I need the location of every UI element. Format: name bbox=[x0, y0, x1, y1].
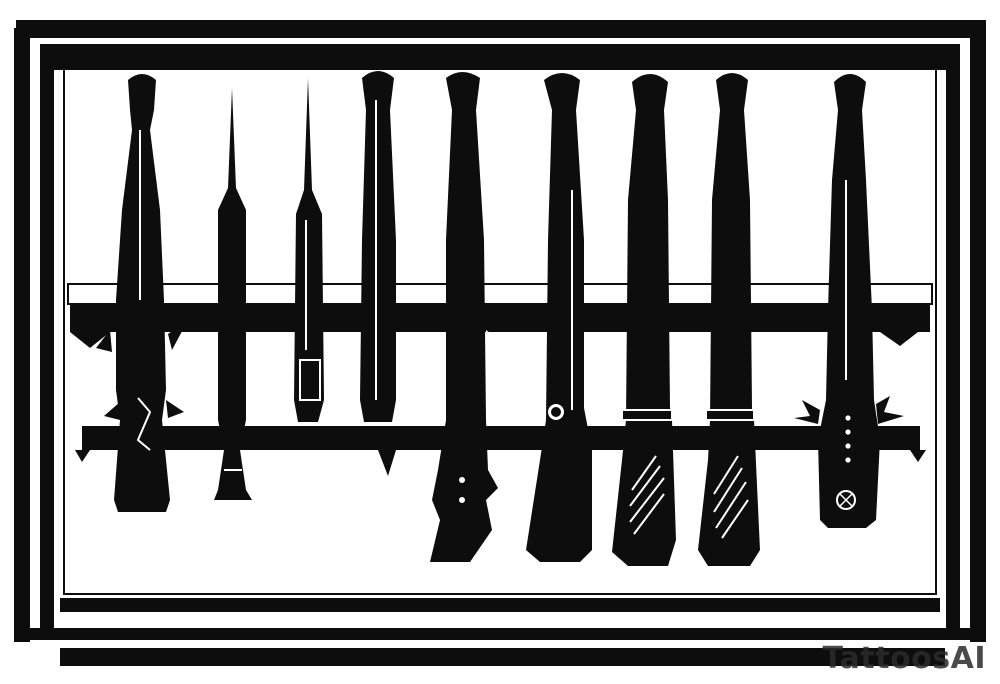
tool-curved-knife bbox=[526, 73, 592, 562]
tool-spiked-club bbox=[96, 74, 188, 512]
tool-studded-bat bbox=[794, 74, 904, 528]
lower-rail bbox=[75, 426, 926, 462]
tool-thin-awl bbox=[214, 88, 252, 500]
tool-pen-awl bbox=[294, 78, 324, 422]
upper-rail bbox=[67, 283, 933, 348]
tool-serrated-cleaver bbox=[378, 72, 498, 562]
tool-round-bat bbox=[360, 71, 396, 422]
watermark: TattoosAI bbox=[822, 641, 986, 676]
tool-striped-blade-2 bbox=[698, 73, 760, 566]
tool-striped-blade-1 bbox=[612, 74, 676, 566]
